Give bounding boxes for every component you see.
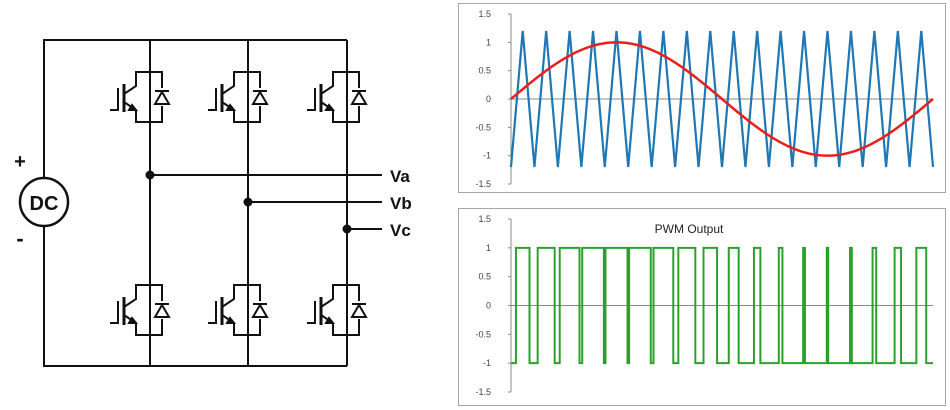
igbt-switch-4 bbox=[110, 284, 171, 336]
pwm-chart-tick-label: 1.5 bbox=[478, 214, 491, 224]
top-chart-tick-label: 1.5 bbox=[478, 9, 491, 19]
circuit-wires bbox=[43, 39, 382, 367]
pwm-output-plot: PWM Output 1.5 1 0.5 0 -0.5 -1 -1.5 bbox=[475, 214, 933, 397]
dc-source: DC + - bbox=[14, 151, 70, 251]
igbt-switch-1 bbox=[110, 71, 171, 123]
top-chart-tick-label: -1 bbox=[483, 151, 491, 161]
wire bbox=[43, 226, 347, 367]
igbt-switch-5 bbox=[208, 284, 269, 336]
pwm-output-chart: PWM Output 1.5 1 0.5 0 -0.5 -1 -1.5 bbox=[458, 208, 946, 406]
pwm-chart-tick-label: -0.5 bbox=[475, 329, 491, 339]
carrier-reference-plot: 1.5 1 0.5 0 -0.5 -1 -1.5 bbox=[475, 9, 935, 189]
output-label-vb: Vb bbox=[390, 194, 412, 213]
igbt-switch-2 bbox=[208, 71, 269, 123]
carrier-reference-chart: 1.5 1 0.5 0 -0.5 -1 -1.5 bbox=[458, 3, 946, 193]
wire bbox=[43, 39, 347, 178]
dc-minus-sign: - bbox=[16, 226, 23, 251]
phase-nodes bbox=[145, 170, 352, 234]
top-chart-tick-label: 0.5 bbox=[478, 66, 491, 76]
pwm-chart-tick-label: 0 bbox=[486, 301, 491, 311]
pwm-chart-title: PWM Output bbox=[655, 222, 724, 236]
node-b bbox=[243, 197, 253, 207]
node-a bbox=[145, 170, 155, 180]
carrier-wave bbox=[509, 30, 935, 168]
igbt-switch-6 bbox=[307, 284, 368, 336]
igbt-switches bbox=[110, 71, 368, 336]
dc-source-label: DC bbox=[30, 193, 59, 215]
pwm-waveform bbox=[511, 246, 933, 365]
igbt-switch-3 bbox=[307, 71, 368, 123]
pwm-chart-tick-label: 1 bbox=[486, 243, 491, 253]
dc-source-circle bbox=[18, 176, 70, 228]
top-chart-tick-label: -0.5 bbox=[475, 122, 491, 132]
pwm-chart-tick-label: -1 bbox=[483, 358, 491, 368]
dc-plus-sign: + bbox=[14, 151, 26, 173]
output-label-va: Va bbox=[390, 167, 410, 186]
inverter-circuit-diagram: DC + - Va Vb Vc bbox=[14, 39, 412, 367]
node-c bbox=[342, 224, 352, 234]
pwm-chart-tick-label: -1.5 bbox=[475, 387, 491, 397]
top-chart-tick-label: 1 bbox=[486, 37, 491, 47]
reference-sine bbox=[510, 41, 934, 157]
output-label-vc: Vc bbox=[390, 221, 411, 240]
top-chart-tick-label: -1.5 bbox=[475, 179, 491, 189]
pwm-chart-tick-label: 0.5 bbox=[478, 272, 491, 282]
top-chart-tick-label: 0 bbox=[486, 94, 491, 104]
